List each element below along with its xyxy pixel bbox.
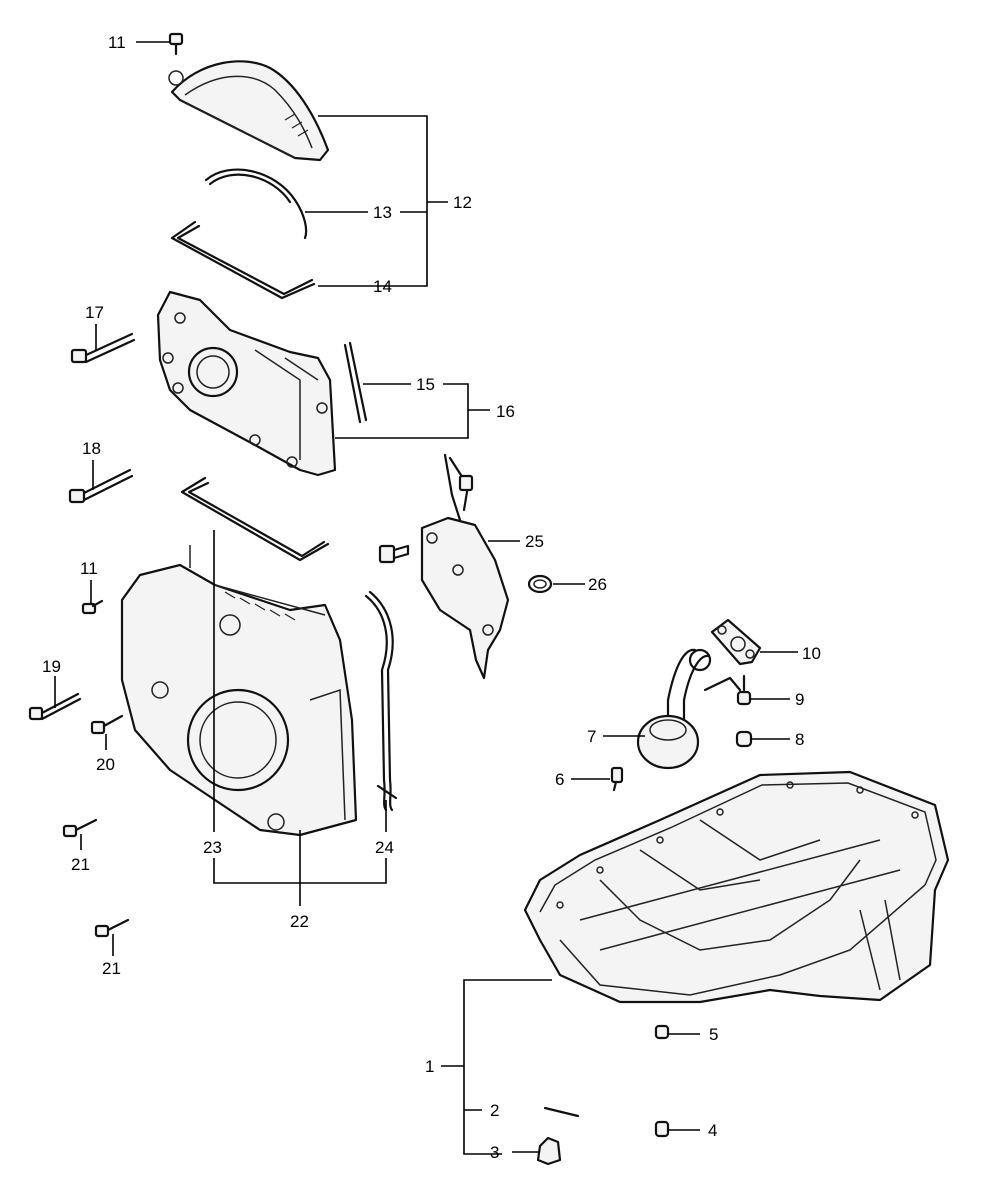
- callout-2: 2: [490, 1101, 499, 1120]
- bolt-6: [610, 766, 624, 792]
- callout-16: 16: [496, 402, 515, 421]
- bolt-21-a: [62, 818, 98, 838]
- bolt-18: [68, 468, 134, 504]
- callout-labels: 11 12 13 14 17 15 16 18 25 11 26 10 19 9…: [42, 33, 821, 1162]
- bolt-near-25: [378, 544, 410, 564]
- seal-24: [364, 590, 398, 812]
- callout-25: 25: [525, 532, 544, 551]
- callout-4: 4: [708, 1121, 717, 1140]
- part-3: [536, 1136, 562, 1166]
- callout-21-a: 21: [71, 855, 90, 874]
- callout-1: 1: [425, 1057, 434, 1076]
- bolt-11-top: [168, 32, 184, 56]
- callout-11-top: 11: [108, 33, 126, 52]
- callout-3: 3: [490, 1143, 499, 1162]
- callout-15: 15: [416, 375, 435, 394]
- o-ring-26: [527, 574, 553, 594]
- callout-8: 8: [795, 730, 804, 749]
- callout-14: 14: [373, 277, 392, 296]
- gasket-14: [170, 220, 316, 300]
- callout-22: 22: [290, 912, 309, 931]
- bolt-5: [654, 1024, 670, 1040]
- gasket-10: [710, 618, 762, 666]
- seal-13: [204, 168, 308, 240]
- callout-19: 19: [42, 657, 61, 676]
- callout-26: 26: [588, 575, 607, 594]
- nut-9: [736, 690, 752, 706]
- callout-10: 10: [802, 644, 821, 663]
- oil-pan: [523, 770, 950, 1004]
- nut-8: [735, 730, 753, 748]
- callout-13: 13: [373, 203, 392, 222]
- gasket-23: [180, 476, 330, 562]
- bracket-25: [420, 453, 510, 680]
- callout-20: 20: [96, 755, 115, 774]
- callout-12: 12: [453, 193, 472, 212]
- callout-21-b: 21: [102, 959, 121, 978]
- upper-timing-cover: [168, 60, 330, 162]
- seal-15: [343, 341, 368, 424]
- callout-18: 18: [82, 439, 101, 458]
- bolt-19: [28, 692, 82, 721]
- leader-lines: [54, 41, 798, 1155]
- callout-9: 9: [795, 690, 804, 709]
- callout-23: 23: [203, 838, 222, 857]
- oil-strainer: [636, 648, 746, 770]
- gasket-2: [543, 1106, 580, 1118]
- bolt-17: [70, 332, 136, 364]
- bolt-11-left: [81, 599, 104, 615]
- lower-timing-cover: [120, 545, 358, 837]
- callout-6: 6: [555, 770, 564, 789]
- drain-plug-4: [654, 1120, 670, 1138]
- callout-17: 17: [85, 303, 104, 322]
- callout-24: 24: [375, 838, 394, 857]
- callout-7: 7: [587, 727, 596, 746]
- bolt-21-b: [94, 918, 130, 938]
- middle-timing-cover: [156, 290, 337, 477]
- bolt-20: [90, 714, 124, 735]
- callout-11-left: 11: [80, 559, 98, 578]
- callout-5: 5: [709, 1025, 718, 1044]
